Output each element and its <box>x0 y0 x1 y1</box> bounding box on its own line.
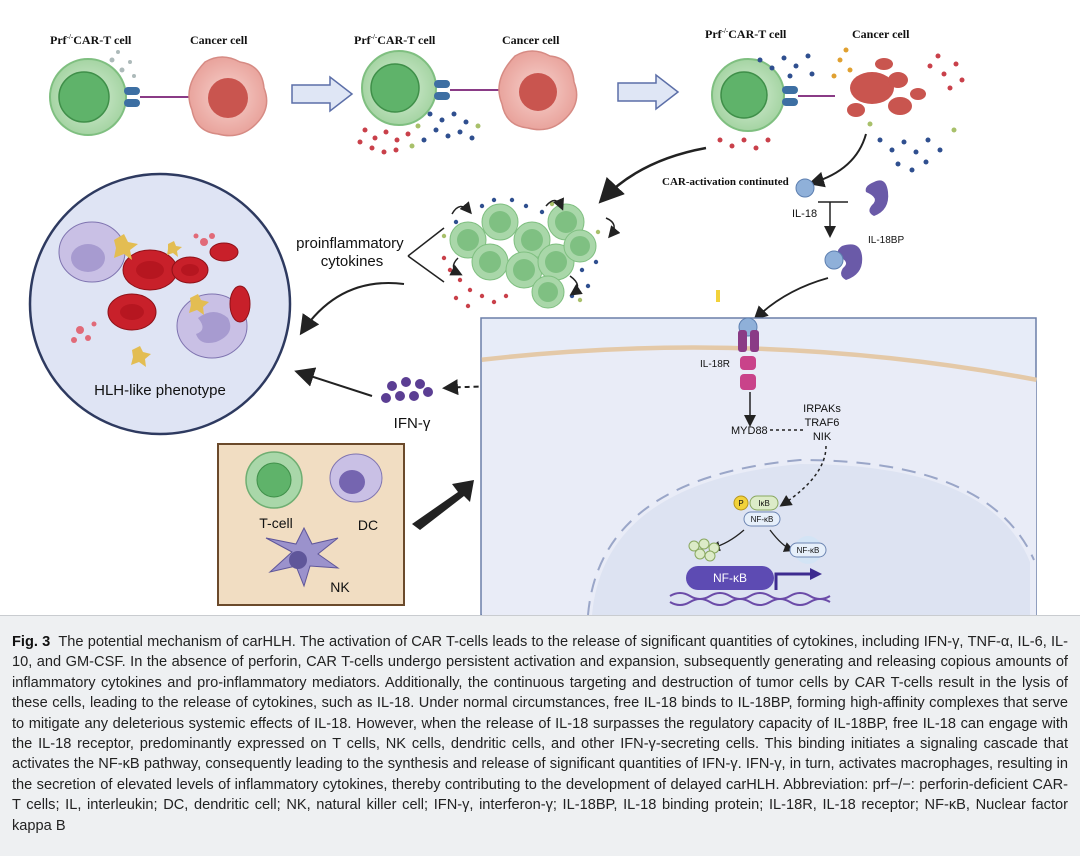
panel1-cancer-nucleus <box>208 78 248 118</box>
arrow-to-cluster <box>598 146 707 204</box>
arrow-ifn-to-hlh <box>294 367 373 397</box>
il18bp-protein <box>865 180 889 216</box>
il18r-label: IL-18R <box>700 359 730 370</box>
nfkb-free-box <box>789 542 827 558</box>
il18bp-label: IL-18BP <box>868 235 904 246</box>
arrow-to-receptor <box>753 277 829 321</box>
car-activation-label: CAR-activation continuted <box>662 176 789 188</box>
nk-label: NK <box>330 579 350 595</box>
arrow-2 <box>617 73 680 111</box>
caption-body: The potential mechanism of carHLH. The a… <box>12 634 1068 834</box>
target-cell-panel <box>480 317 1037 615</box>
panel2-cart-label: Prf-/-CAR-T cell <box>354 33 436 47</box>
caption-text: Fig. 3 The potential mechanism of carHLH… <box>12 632 1068 836</box>
proinflammatory-label: proinflammatory cytokines <box>296 235 408 270</box>
hlh-phenotype: HLH-like phenotype <box>28 172 292 436</box>
il18-il18bp-complex <box>824 244 863 280</box>
panel-2: Prf-/-CAR-T cell Cancer cell <box>354 33 578 155</box>
hlh-label: HLH-like phenotype <box>94 382 226 399</box>
nfkb-free-label: NF-κB <box>797 546 820 555</box>
nfkb-small-label: NF-κB <box>751 515 774 524</box>
panel3-cancer-label: Cancer cell <box>852 27 910 41</box>
figure-label: Fig. 3 <box>12 634 51 650</box>
myd88-label: MYD88 <box>731 425 768 437</box>
ifn-label: IFN-γ <box>394 415 431 432</box>
arrow-to-il18 <box>808 133 867 188</box>
p-label: P <box>738 499 743 508</box>
tcell-label: T-cell <box>259 515 292 531</box>
arrow-to-ikb <box>779 445 827 507</box>
ifn-gamma <box>381 377 433 403</box>
panel3-cytokine-cloud <box>717 47 965 173</box>
nfkb-dna-label: NF-κB <box>713 571 747 585</box>
panel3-cart-label: Prf-/-CAR-T cell <box>705 27 787 41</box>
dc-label: DC <box>358 517 378 533</box>
panel2-cytokine-cloud <box>357 111 481 155</box>
arrow-to-hlh <box>299 282 405 336</box>
degraded-ikb <box>688 538 720 562</box>
ikb-box <box>749 495 779 511</box>
irpaks-label: IRPAKs <box>803 403 841 415</box>
car-t-cluster <box>441 197 621 309</box>
panel-3: Prf-/-CAR-T cell Cancer cell <box>705 27 965 173</box>
panel1-cancer-label: Cancer cell <box>190 33 248 47</box>
dna-strand <box>669 592 831 606</box>
panel2-cancer-label: Cancer cell <box>502 33 560 47</box>
il18-receptor <box>738 317 759 390</box>
traf6-label: TRAF6 <box>805 417 840 429</box>
il18-label: IL-18 <box>792 208 817 220</box>
nucleus-envelope <box>587 458 1035 615</box>
mechanism-figure: Prf-/-CAR-T cell Cancer cell Prf-/-CAR-T… <box>28 27 1037 615</box>
nfkb-dna-box <box>686 566 774 590</box>
nik-label: NIK <box>813 431 832 443</box>
nfkb-small-box <box>743 511 781 527</box>
panel1-car-t-nucleus <box>58 71 110 123</box>
lysed-cancer-cell <box>847 58 926 117</box>
phospho-icon <box>733 495 749 511</box>
arrow-1 <box>291 75 354 113</box>
figure-caption: Fig. 3 The potential mechanism of carHLH… <box>0 615 1080 856</box>
panel1-cart-label: Prf-/-CAR-T cell <box>50 33 132 47</box>
panel-1: Prf-/-CAR-T cell Cancer cell <box>49 33 268 137</box>
il18-molecule <box>795 178 815 198</box>
immune-cell-box: T-cell DC NK <box>217 443 405 606</box>
arrow-box-to-cell <box>412 480 474 530</box>
ikb-label: IκB <box>758 499 770 508</box>
